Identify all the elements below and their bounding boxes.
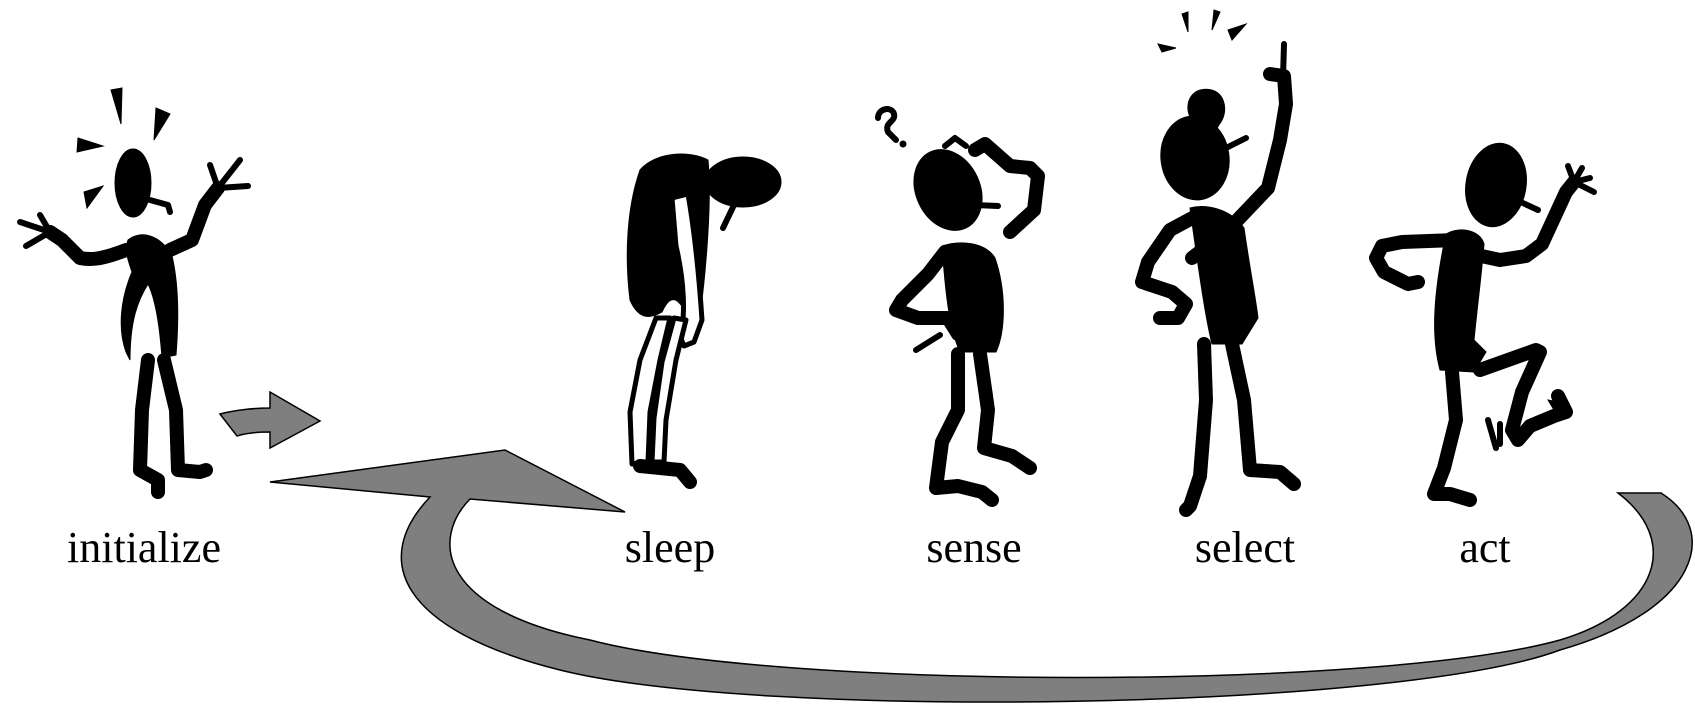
stage-label-initialize: initialize [67, 523, 221, 572]
stage-label-act: act [1459, 523, 1510, 572]
sense-figure-icon [878, 109, 1038, 500]
stage-label-sleep: sleep [625, 523, 715, 572]
act-figure-icon [1376, 138, 1594, 500]
sleep-figure-icon [627, 154, 781, 482]
stage-label-sense: sense [926, 523, 1021, 572]
question-mark-icon [878, 109, 896, 140]
start-arrow [220, 392, 320, 448]
stage-label-select: select [1195, 523, 1295, 572]
excite-mark-icon [111, 88, 122, 124]
initialize-figure-icon [20, 88, 248, 492]
select-figure-icon [1142, 10, 1294, 510]
